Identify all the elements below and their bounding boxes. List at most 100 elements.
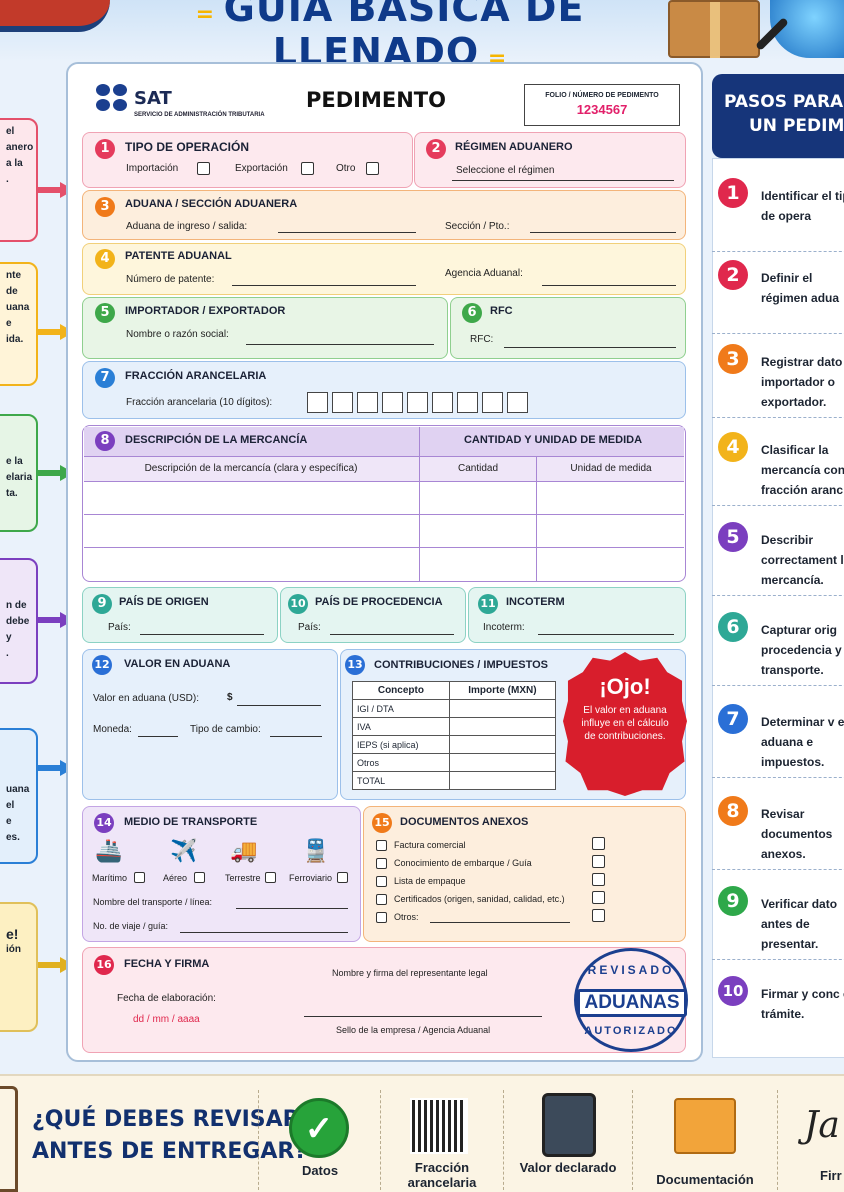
tax-amount-cell[interactable] [448, 717, 557, 736]
section-number-badge: 4 [95, 249, 115, 269]
pais-origen-input[interactable] [140, 634, 264, 635]
signature-line[interactable] [304, 1016, 542, 1017]
divider [632, 1090, 633, 1190]
section-title: VALOR EN ADUANA [124, 658, 231, 670]
agencia-input[interactable] [542, 285, 676, 286]
field-label: País: [108, 622, 131, 633]
option-label: Otro [336, 163, 356, 174]
step-number: 10 [718, 976, 748, 1006]
signature-icon: Ja [804, 1105, 840, 1146]
moneda-input[interactable] [138, 736, 178, 737]
digit-box[interactable] [382, 392, 403, 413]
folder-icon [674, 1098, 736, 1154]
table-row[interactable] [84, 514, 684, 515]
document-check-right[interactable] [592, 837, 605, 850]
document-checkbox[interactable] [376, 858, 387, 869]
table-row[interactable]: IGI / DTA [352, 699, 557, 718]
tax-amount-cell[interactable] [448, 735, 557, 754]
document-label: Certificados (origen, sanidad, calidad, … [394, 894, 565, 904]
viaje-input[interactable] [180, 932, 348, 933]
document-check-right[interactable] [592, 855, 605, 868]
terrestre-checkbox[interactable] [265, 872, 276, 883]
digit-box[interactable] [307, 392, 328, 413]
column-header: Importe (MXN) [448, 681, 557, 700]
digit-box[interactable] [332, 392, 353, 413]
step-number: 4 [718, 432, 748, 462]
table-row[interactable]: IEPS (si aplica) [352, 735, 557, 754]
step-text: Firmar y conc el trámite. [761, 987, 844, 1021]
patente-input[interactable] [232, 285, 416, 286]
document-check-right[interactable] [592, 909, 605, 922]
document-checkbox[interactable] [376, 840, 387, 851]
digit-box[interactable] [482, 392, 503, 413]
otros-input[interactable] [430, 922, 570, 923]
document-check-right[interactable] [592, 891, 605, 904]
document-check-right[interactable] [592, 873, 605, 886]
step-text: Clasificar la mercancía con fracción ara… [761, 443, 844, 497]
callout-line: . [6, 174, 9, 185]
field-label: Incoterm: [483, 622, 525, 633]
pais-procedencia-input[interactable] [330, 634, 454, 635]
callout-line: e [6, 816, 12, 827]
valor-input[interactable] [237, 705, 321, 706]
logo-dot [113, 84, 127, 96]
exportacion-checkbox[interactable] [301, 162, 314, 175]
callout-line: anero [6, 142, 34, 153]
seal-label: Sello de la empresa / Agencia Aduanal [336, 1025, 491, 1035]
section-number-badge: 2 [426, 139, 446, 159]
tax-amount-cell[interactable] [448, 699, 557, 718]
checklist-item-fraccion: Fracción arancelaria [407, 1160, 477, 1190]
tax-amount-cell[interactable] [448, 771, 557, 790]
callout-line: ión [6, 944, 21, 955]
regimen-select[interactable]: Seleccione el régimen [456, 165, 555, 176]
field-label: Fecha de elaboración: [117, 993, 216, 1004]
step-number: 1 [718, 178, 748, 208]
digit-box[interactable] [357, 392, 378, 413]
document-checkbox[interactable] [376, 894, 387, 905]
tipo-cambio-input[interactable] [270, 736, 322, 737]
digit-box[interactable] [407, 392, 428, 413]
tax-amount-cell[interactable] [448, 753, 557, 772]
table-row[interactable]: IVA [352, 717, 557, 736]
section-number-badge: 6 [462, 303, 482, 323]
steps-title-line: PASOS PARA [724, 92, 844, 112]
ferroviario-checkbox[interactable] [337, 872, 348, 883]
importacion-checkbox[interactable] [197, 162, 210, 175]
step-number: 7 [718, 704, 748, 734]
digit-box[interactable] [432, 392, 453, 413]
section-number-badge: 1 [95, 139, 115, 159]
airplane-icon: ✈️ [170, 838, 198, 863]
maritimo-checkbox[interactable] [134, 872, 145, 883]
razon-social-input[interactable] [246, 344, 434, 345]
table-row[interactable]: Otros [352, 753, 557, 772]
transporte-input[interactable] [236, 908, 348, 909]
table-row[interactable] [84, 547, 684, 548]
otro-checkbox[interactable] [366, 162, 379, 175]
aereo-checkbox[interactable] [194, 872, 205, 883]
document-checkbox[interactable] [376, 912, 387, 923]
incoterm-input[interactable] [538, 634, 674, 635]
step-number: 6 [718, 612, 748, 642]
digit-box[interactable] [507, 392, 528, 413]
date-input[interactable]: dd / mm / aaaa [133, 1014, 200, 1025]
seccion-input[interactable] [530, 232, 676, 233]
step-number: 3 [718, 344, 748, 374]
field-label: Sección / Pto.: [445, 221, 510, 232]
digit-box[interactable] [457, 392, 478, 413]
folio-box: FOLIO / NÚMERO DE PEDIMENTO 1234567 [524, 84, 680, 126]
step-number: 5 [718, 522, 748, 552]
section-valor-aduana [82, 649, 338, 800]
field-label: País: [298, 622, 321, 633]
rfc-input[interactable] [504, 347, 676, 348]
table-row[interactable]: TOTAL [352, 771, 557, 790]
document-checkbox[interactable] [376, 876, 387, 887]
warning-title: ¡Ojo! [599, 674, 651, 699]
aduana-input[interactable] [278, 232, 416, 233]
section-number-badge: 15 [372, 813, 392, 833]
section-title: PAÍS DE ORIGEN [119, 596, 209, 608]
section-title: RÉGIMEN ADUANERO [455, 141, 573, 153]
